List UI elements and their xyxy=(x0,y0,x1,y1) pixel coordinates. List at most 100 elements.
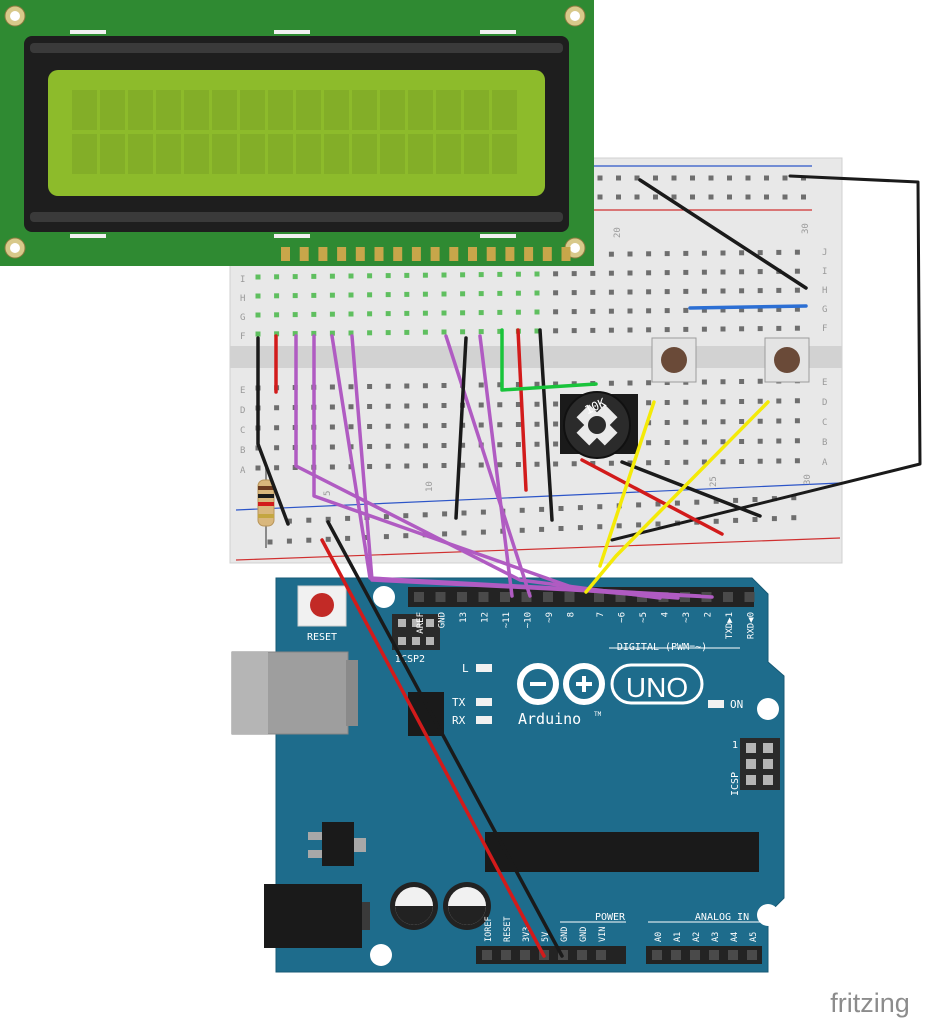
lcd-cell xyxy=(212,134,237,174)
analog-pin-socket[interactable] xyxy=(690,950,700,960)
led-l-label: L xyxy=(462,662,469,675)
icsp-pin1-label: 1 xyxy=(732,740,738,751)
digital-pin-socket[interactable] xyxy=(615,592,626,602)
breadboard-hole xyxy=(664,308,670,314)
breadboard-hole xyxy=(646,308,652,314)
power-pin-socket[interactable] xyxy=(520,950,530,960)
breadboard-hole xyxy=(534,421,540,427)
digital-pin-socket[interactable] xyxy=(500,592,510,602)
power-pin-label: GND xyxy=(579,927,589,942)
digital-pin-socket[interactable] xyxy=(478,592,489,602)
breadboard-hole xyxy=(713,518,719,524)
lcd-pcb-mark xyxy=(70,234,106,238)
atmega-chip xyxy=(485,832,759,872)
breadboard-hole xyxy=(534,441,540,447)
digital-pin-socket[interactable] xyxy=(414,592,424,602)
breadboard-hole xyxy=(385,463,391,469)
breadboard-hole xyxy=(608,251,614,257)
resistor-band xyxy=(258,502,274,506)
icsp-pin xyxy=(746,759,756,769)
breadboard-hole xyxy=(534,381,540,387)
breadboard-hole xyxy=(329,444,335,450)
digital-section-label: DIGITAL (PWM=~) xyxy=(617,642,707,653)
breadboard-hole xyxy=(636,502,642,508)
row-label: H xyxy=(240,294,245,304)
push-button[interactable] xyxy=(764,337,810,383)
dc-power-jack xyxy=(264,884,362,948)
breadboard-hole xyxy=(757,438,763,444)
power-pin-socket[interactable] xyxy=(501,950,511,960)
analog-pin-socket[interactable] xyxy=(671,950,681,960)
power-pin-label: 3V3 xyxy=(522,927,532,942)
breadboard-hole xyxy=(690,175,695,181)
analog-pin-label: A3 xyxy=(711,932,721,942)
breadboard-hole xyxy=(274,331,280,337)
breadboard-hole xyxy=(441,423,447,428)
wire-blue xyxy=(688,304,808,310)
breadboard-hole xyxy=(720,459,726,465)
analog-pin-socket[interactable] xyxy=(709,950,719,960)
breadboard-hole xyxy=(794,268,800,274)
breadboard-hole xyxy=(713,498,719,504)
breadboard-hole xyxy=(739,250,745,256)
resistor-band xyxy=(258,514,274,518)
push-button-cap[interactable] xyxy=(661,347,687,373)
reset-button-cap[interactable] xyxy=(310,593,334,617)
lcd-cell xyxy=(72,134,97,174)
power-pin-socket[interactable] xyxy=(596,950,606,960)
breadboard-hole xyxy=(311,330,317,336)
trademark-label: TM xyxy=(594,711,602,718)
potentiometer[interactable]: 10K xyxy=(560,391,638,459)
lcd-pin xyxy=(299,247,309,261)
lcd-cell xyxy=(184,90,209,130)
breadboard-hole xyxy=(367,273,373,279)
digital-pin-socket[interactable] xyxy=(594,592,604,602)
push-button[interactable] xyxy=(651,337,697,383)
push-button-cap[interactable] xyxy=(774,347,800,373)
breadboard-hole xyxy=(590,461,596,466)
led-tx xyxy=(476,698,492,706)
lcd-cell xyxy=(240,134,265,174)
breadboard-hole xyxy=(794,325,800,331)
analog-pin-socket[interactable] xyxy=(652,950,662,960)
breadboard-hole xyxy=(577,505,583,511)
digital-pin-socket[interactable] xyxy=(521,592,532,602)
wire-red xyxy=(516,328,528,492)
lcd-pin xyxy=(374,247,384,261)
breadboard-hole xyxy=(306,537,312,543)
analog-pin-label: A5 xyxy=(749,932,759,942)
digital-pin-socket[interactable] xyxy=(744,592,755,602)
digital-pin-socket[interactable] xyxy=(723,592,733,602)
mounting-hole xyxy=(757,698,779,720)
usb-connector-back xyxy=(346,660,358,726)
lcd-pin xyxy=(393,247,403,261)
digital-pin-socket[interactable] xyxy=(543,592,553,602)
breadboard-hole xyxy=(534,328,540,334)
breadboard-hole xyxy=(701,459,707,465)
capacitor xyxy=(443,882,491,930)
breadboard-hole xyxy=(274,274,280,280)
power-section-label: POWER xyxy=(595,912,626,923)
breadboard-hole xyxy=(646,400,652,406)
digital-pin-socket[interactable] xyxy=(435,592,446,602)
digital-pin-socket[interactable] xyxy=(457,592,467,602)
breadboard-hole xyxy=(553,461,559,467)
breadboard-hole xyxy=(597,175,603,181)
power-pin-socket[interactable] xyxy=(482,950,492,960)
breadboard-hole xyxy=(794,438,800,444)
breadboard-hole xyxy=(348,273,354,279)
digital-pin-label: 4 xyxy=(661,612,671,617)
plus-icon-vertical xyxy=(582,676,586,692)
analog-pin-socket[interactable] xyxy=(728,950,738,960)
breadboard-hole xyxy=(292,312,298,318)
digital-pin-label: ~3 xyxy=(682,612,692,623)
breadboard-hole xyxy=(274,405,280,411)
icsp-pin xyxy=(746,743,756,753)
lcd-cell xyxy=(408,134,433,174)
breadboard-hole xyxy=(441,383,447,388)
analog-pin-socket[interactable] xyxy=(747,950,757,960)
breadboard-hole xyxy=(461,510,467,516)
power-pin-socket[interactable] xyxy=(577,950,587,960)
digital-pin-socket[interactable] xyxy=(564,592,575,602)
